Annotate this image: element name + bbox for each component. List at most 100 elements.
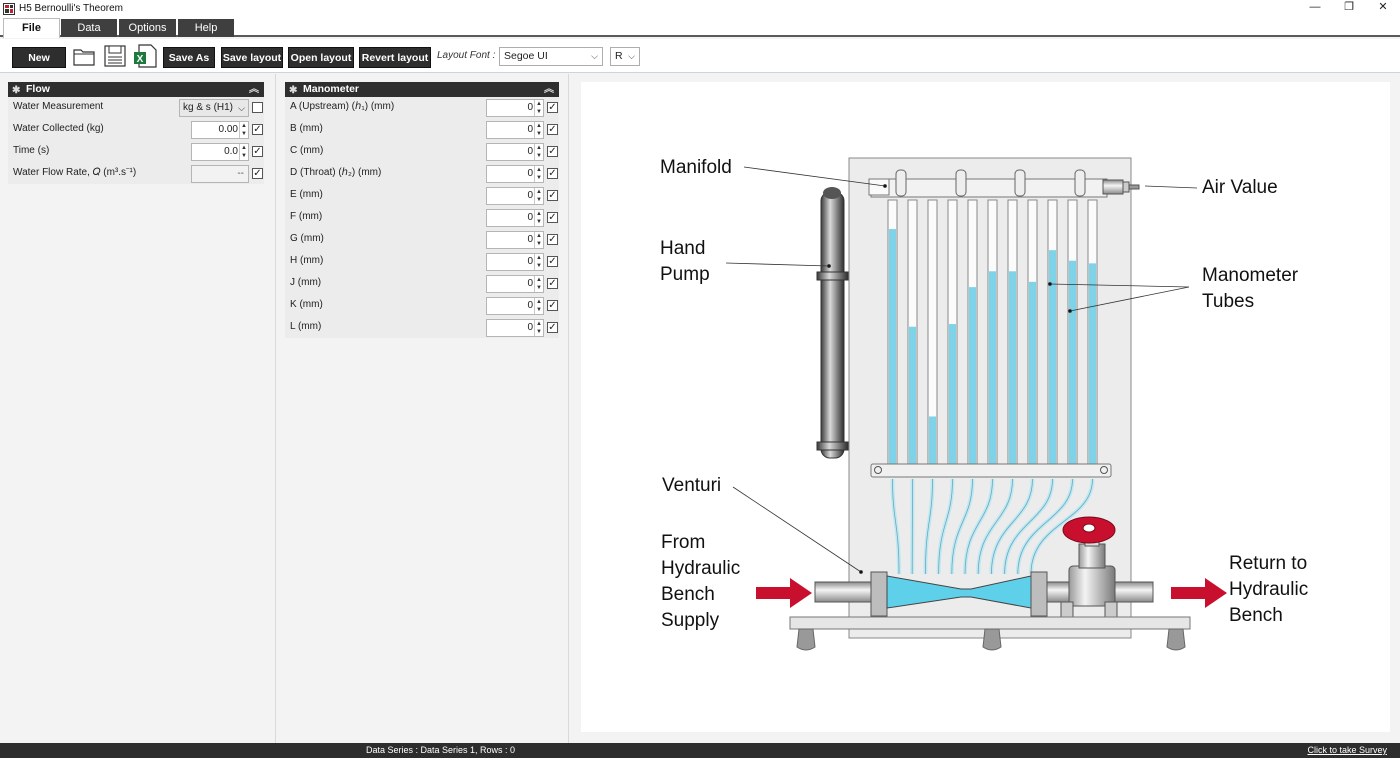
stepper-value: 0.0: [224, 146, 238, 157]
spin-arrows-icon[interactable]: ▲▼: [534, 144, 543, 160]
tab-data[interactable]: Data: [61, 19, 117, 37]
collapse-icon[interactable]: ︽: [249, 84, 259, 95]
manometer-checkbox[interactable]: ✓: [547, 278, 558, 289]
manometer-value-stepper[interactable]: 0▲▼: [486, 209, 544, 227]
manometer-checkbox[interactable]: ✓: [547, 190, 558, 201]
stepper-value: 0: [527, 234, 533, 245]
water-column: [889, 229, 896, 464]
survey-link[interactable]: Click to take Survey: [1307, 745, 1387, 755]
manometer-checkbox[interactable]: ✓: [547, 234, 558, 245]
manometer-checkbox[interactable]: ✓: [547, 168, 558, 179]
tab-help[interactable]: Help: [178, 19, 234, 37]
spin-arrows-icon[interactable]: ▲▼: [534, 166, 543, 182]
row-label: Water Flow Rate, 𝑄 (m³.s⁻¹): [13, 167, 137, 178]
manometer-panel-header[interactable]: ✱ Manometer ︽: [285, 82, 559, 97]
stepper-value: 0: [527, 146, 533, 157]
manometer-checkbox[interactable]: ✓: [547, 102, 558, 113]
gear-icon[interactable]: ✱: [289, 85, 298, 96]
chevron-down-icon: ⌵: [238, 103, 245, 113]
stepper-value: 0: [527, 190, 533, 201]
manometer-value-stepper[interactable]: 0▲▼: [486, 165, 544, 183]
title-bar: H5 Bernoulli's Theorem — ❐ ✕: [0, 0, 1400, 17]
water-measurement-checkbox[interactable]: [252, 102, 263, 113]
collapse-icon[interactable]: ︽: [544, 84, 554, 95]
manometer-value-stepper[interactable]: 0▲▼: [486, 231, 544, 249]
save-as-button[interactable]: Save As: [163, 47, 215, 68]
spin-arrows-icon[interactable]: ▲▼: [534, 188, 543, 204]
spin-arrows-icon[interactable]: ▲▼: [534, 100, 543, 116]
spin-arrows-icon[interactable]: ▲▼: [534, 276, 543, 292]
revert-layout-button[interactable]: Revert layout: [359, 47, 431, 68]
series-status: Data Series : Data Series 1, Rows : 0: [366, 745, 516, 755]
row-label: J (mm): [290, 277, 322, 288]
flow-rate-readonly: --: [191, 165, 249, 183]
manometer-checkbox[interactable]: ✓: [547, 322, 558, 333]
feet: [796, 628, 1186, 651]
venturi: [814, 571, 1072, 617]
flow-panel: ✱ Flow ︽ Water Measurement kg & s (H1) ⌵…: [8, 82, 264, 184]
font-select-value: Segoe UI: [504, 50, 548, 62]
water-collected-checkbox[interactable]: ✓: [252, 124, 263, 135]
spin-arrows-icon[interactable]: ▲▼: [534, 210, 543, 226]
manometer-value-stepper[interactable]: 0▲▼: [486, 187, 544, 205]
manometer-checkbox[interactable]: ✓: [547, 146, 558, 157]
restore-button[interactable]: ❐: [1344, 1, 1354, 13]
label-hand-pump: Hand Pump: [660, 238, 710, 285]
hose: [964, 478, 993, 575]
manometer-value-stepper[interactable]: 0▲▼: [486, 319, 544, 337]
font-style-select[interactable]: R ⌵: [610, 47, 640, 66]
row-label: A (Upstream) (ℎ₁) (mm): [290, 101, 395, 112]
stepper-value: 0: [527, 168, 533, 179]
spin-arrows-icon[interactable]: ▲▼: [239, 144, 248, 160]
flow-panel-header[interactable]: ✱ Flow ︽: [8, 82, 264, 97]
water-column: [949, 324, 956, 464]
gear-icon[interactable]: ✱: [12, 85, 21, 96]
save-icon[interactable]: [103, 44, 127, 68]
water-column: [989, 271, 996, 464]
manometer-row: D (Throat) (ℎ₂) (mm)0▲▼✓: [285, 163, 559, 185]
manometer-checkbox[interactable]: ✓: [547, 212, 558, 223]
time-checkbox[interactable]: ✓: [252, 146, 263, 157]
spin-arrows-icon[interactable]: ▲▼: [534, 122, 543, 138]
manometer-row: B (mm)0▲▼✓: [285, 119, 559, 141]
manometer-value-stepper[interactable]: 0▲▼: [486, 121, 544, 139]
tab-options[interactable]: Options: [119, 19, 176, 37]
excel-icon[interactable]: X: [133, 44, 157, 68]
font-select[interactable]: Segoe UI ⌵: [499, 47, 603, 66]
spin-arrows-icon[interactable]: ▲▼: [534, 232, 543, 248]
label-venturi: Venturi: [662, 475, 722, 496]
tab-file[interactable]: File: [3, 18, 60, 38]
toolbar: New X Save As Save layout Open layout Re…: [0, 39, 1400, 73]
row-label: L (mm): [290, 321, 322, 332]
panel-divider[interactable]: [568, 74, 569, 743]
minimize-button[interactable]: —: [1309, 1, 1321, 13]
manometer-value-stepper[interactable]: 0▲▼: [486, 143, 544, 161]
open-layout-button[interactable]: Open layout: [288, 47, 354, 68]
new-button[interactable]: New: [12, 47, 66, 68]
row-label: Water Collected (kg): [13, 123, 104, 134]
manometer-value-stepper[interactable]: 0▲▼: [486, 297, 544, 315]
water-column: [1029, 281, 1036, 464]
spin-arrows-icon[interactable]: ▲▼: [239, 122, 248, 138]
panel-divider[interactable]: [275, 74, 276, 743]
manometer-checkbox[interactable]: ✓: [547, 256, 558, 267]
manometer-checkbox[interactable]: ✓: [547, 124, 558, 135]
font-style-value: R: [615, 50, 623, 62]
close-button[interactable]: ✕: [1378, 1, 1388, 13]
label-air-value: Air Value: [1202, 177, 1278, 198]
water-measurement-select[interactable]: kg & s (H1) ⌵: [179, 99, 249, 117]
save-layout-button[interactable]: Save layout: [221, 47, 283, 68]
water-collected-stepper[interactable]: 0.00 ▲▼: [191, 121, 249, 139]
time-stepper[interactable]: 0.0 ▲▼: [191, 143, 249, 161]
flow-rate-checkbox[interactable]: ✓: [252, 168, 263, 179]
spin-arrows-icon[interactable]: ▲▼: [534, 320, 543, 336]
manometer-value-stepper[interactable]: 0▲▼: [486, 253, 544, 271]
spin-arrows-icon[interactable]: ▲▼: [534, 254, 543, 270]
water-column: [969, 287, 976, 464]
manometer-checkbox[interactable]: ✓: [547, 300, 558, 311]
manometer-value-stepper[interactable]: 0▲▼: [486, 275, 544, 293]
manometer-value-stepper[interactable]: 0▲▼: [486, 99, 544, 117]
spin-arrows-icon[interactable]: ▲▼: [534, 298, 543, 314]
open-folder-icon[interactable]: [72, 44, 96, 68]
chevron-down-icon: ⌵: [628, 51, 635, 61]
